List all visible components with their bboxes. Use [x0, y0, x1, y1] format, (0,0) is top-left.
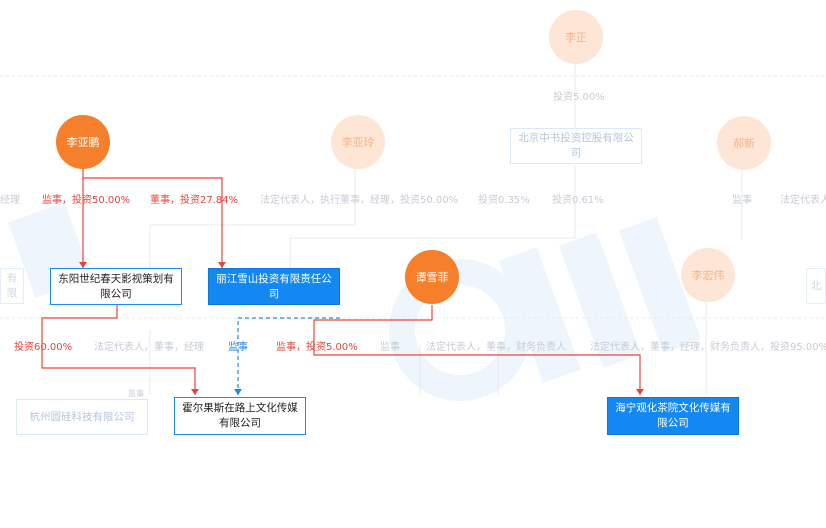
relation-label: 法定代表人，董事，经理 — [94, 342, 204, 353]
company-node-dongyang[interactable]: 东阳世纪春天影视策划有限公司 — [50, 268, 182, 305]
relation-label: 法定代表人，董事，经理，财务负责人，投资95.00% — [590, 342, 826, 353]
relation-label: 投资5.00% — [553, 92, 605, 103]
company-node-lijiang[interactable]: 丽江雪山投资有限责任公司 — [208, 268, 340, 305]
relation-label: 经理 — [0, 195, 20, 206]
person-node-faded[interactable]: 李宏伟 — [681, 248, 735, 302]
person-node-faded[interactable]: 郝新 — [717, 116, 771, 170]
relation-label-li-lijiang: 董事，投资27.84% — [150, 195, 239, 206]
relation-label: 投资0.61% — [552, 195, 604, 206]
relation-label: 监事 — [732, 195, 752, 206]
person-node-tan-xuefei[interactable]: 谭雪菲 — [405, 250, 459, 304]
relation-label: 法定代表人，执行董事，经理，投资50.00% — [260, 195, 459, 206]
relation-label: 投资0.35% — [478, 195, 530, 206]
company-node-beijing-zhongshu[interactable]: 北京中书投资控股有限公司 — [510, 128, 642, 164]
line-li-to-lijiang — [83, 177, 223, 268]
company-node-huoerguosi[interactable]: 霍尔果斯在路上文化传媒有限公司 — [174, 397, 306, 435]
line-tan-to-huoerguosi — [237, 317, 340, 395]
person-node-li-yapeng[interactable]: 李亚鹏 — [56, 115, 110, 169]
relation-label: 监事 — [128, 389, 144, 398]
line-tan-to-haining — [313, 305, 641, 395]
relation-label-tan-haining: 监事，投资5.00% — [276, 342, 358, 353]
person-node-faded[interactable]: 李正 — [549, 10, 603, 64]
company-node-haining[interactable]: 海宁观化茶院文化传媒有限公司 — [607, 397, 739, 435]
relation-label: 监事 — [380, 342, 400, 353]
relation-label-li-dongyang: 监事，投资50.00% — [42, 195, 131, 206]
relation-label: 法定代表人，董事，财务负责人 — [426, 342, 566, 353]
relation-label-tan-huoerguosi: 监事 — [228, 342, 248, 353]
person-node-faded[interactable]: 李亚玲 — [331, 115, 385, 169]
company-node-edge[interactable]: 北 — [806, 268, 826, 304]
company-node-hangzhou[interactable]: 杭州圆硅科技有限公司 — [16, 399, 148, 435]
relation-label: 法定代表人 — [780, 195, 826, 206]
company-node-edge[interactable]: 有限 — [0, 268, 24, 304]
line-dongyang-to-huoerguosi — [41, 305, 196, 395]
relation-label-dongyang-huoerguosi: 投资60.00% — [14, 342, 73, 353]
